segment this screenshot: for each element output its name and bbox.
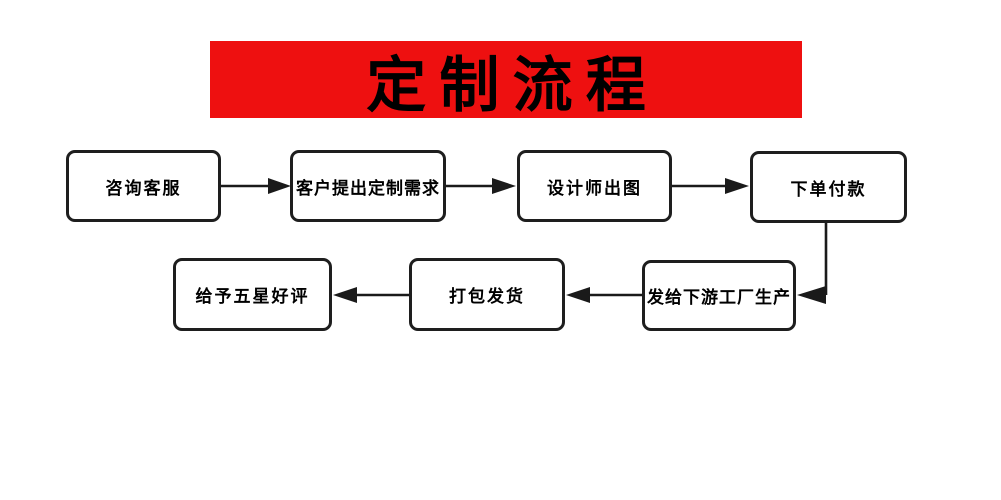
flow-node-designer-draft: 设计师出图	[517, 150, 672, 222]
node-label: 咨询客服	[105, 178, 182, 198]
arrow-design-to-order	[672, 178, 749, 194]
node-label: 打包发货	[449, 287, 525, 306]
node-label: 客户提出定制需求	[296, 178, 440, 198]
node-label: 下单付款	[790, 179, 867, 199]
arrow-order-to-factory	[797, 223, 828, 304]
arrow-request-to-design	[446, 178, 516, 194]
title-banner: 定制流程	[210, 41, 802, 118]
flow-node-pack-ship: 打包发货	[409, 258, 565, 331]
arrow-ship-to-review	[333, 287, 409, 303]
node-label: 发给下游工厂生产	[647, 288, 791, 307]
node-label: 设计师出图	[547, 178, 642, 198]
flow-node-factory-production: 发给下游工厂生产	[642, 260, 796, 331]
flow-node-consult-service: 咨询客服	[66, 150, 221, 222]
arrow-factory-to-ship	[566, 287, 642, 303]
node-label: 给予五星好评	[195, 287, 310, 306]
flow-node-customer-request: 客户提出定制需求	[290, 150, 446, 222]
arrow-consult-to-request	[221, 178, 291, 194]
flow-node-order-payment: 下单付款	[750, 151, 907, 223]
page-title: 定制流程	[366, 53, 659, 119]
flow-node-five-star-review: 给予五星好评	[173, 258, 332, 331]
